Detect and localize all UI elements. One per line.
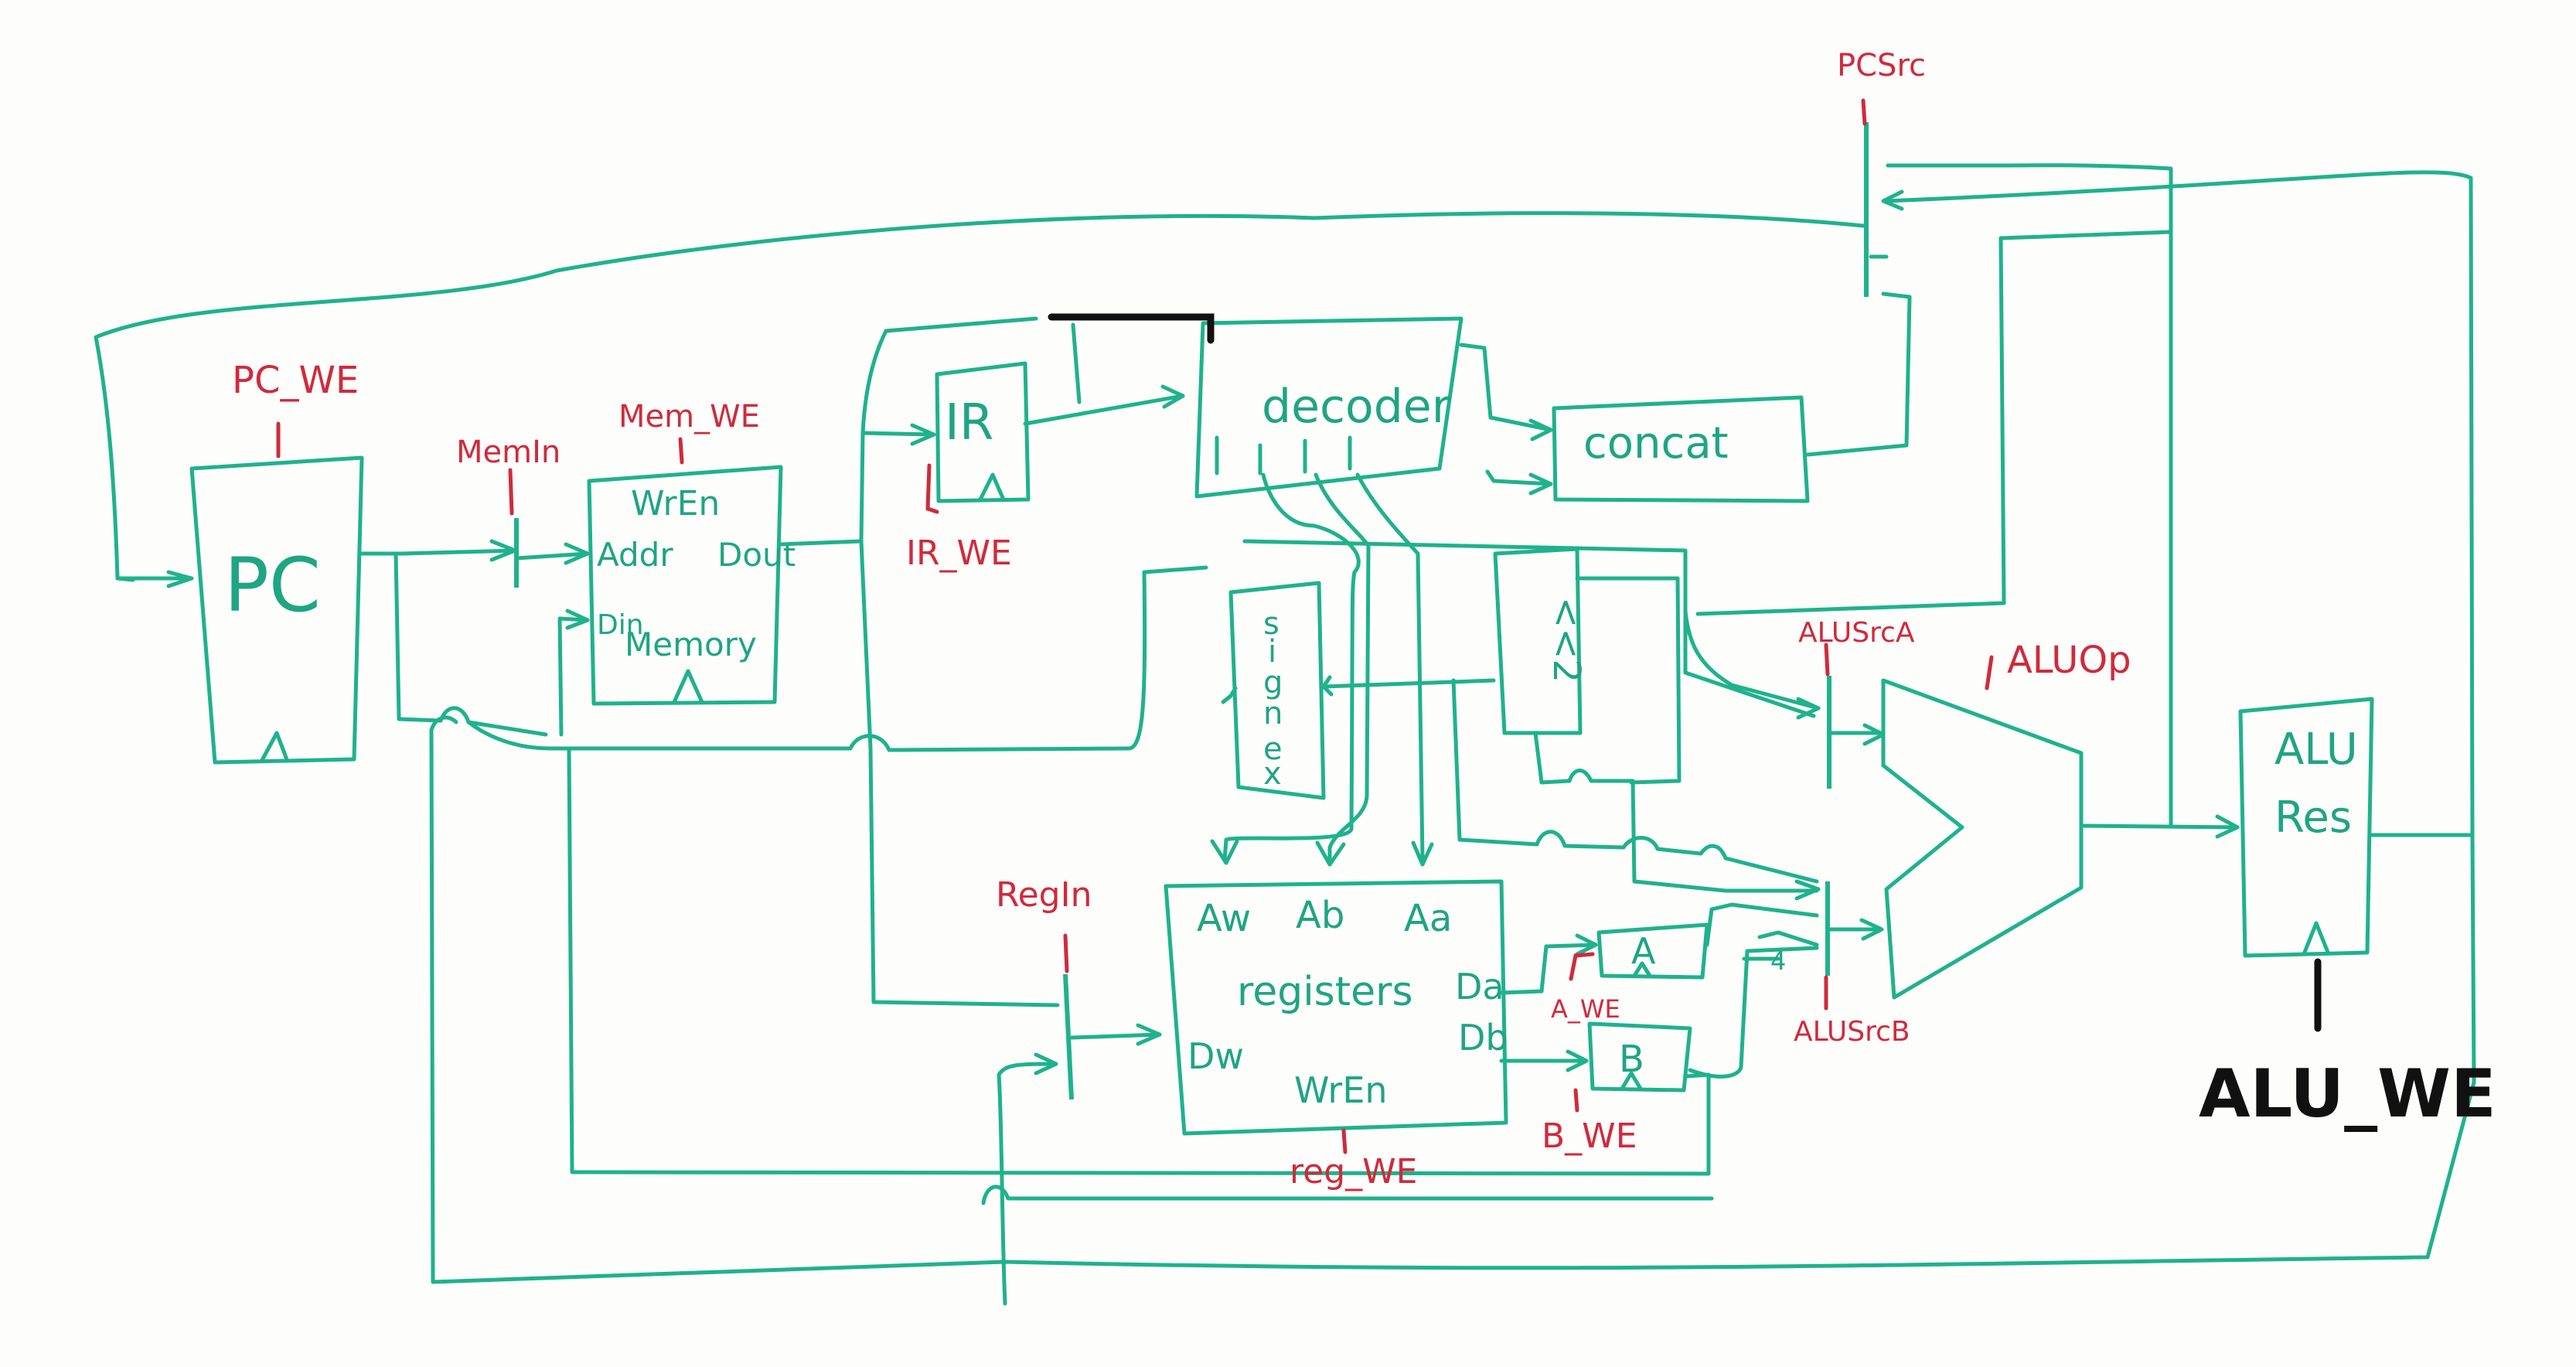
registers-block: Aw Ab Aa registers Da Db Dw WrEn [1166, 881, 1508, 1133]
b-we-label: B_WE [1542, 1116, 1637, 1156]
concat-block: concat [1554, 397, 1808, 501]
memory-addr: Addr [597, 536, 673, 574]
alu-src-a-label: ALUSrcA [1798, 617, 1915, 649]
ir-label: IR [945, 394, 993, 452]
alu-we-label: ALU_WE [2199, 1055, 2496, 1133]
reg-b-label: B [1619, 1038, 1644, 1081]
pc-block: PC [192, 458, 362, 762]
reg-we-label: reg_WE [1290, 1152, 1417, 1191]
reg-aw: Aw [1197, 897, 1251, 940]
ir-we-label: IR_WE [906, 534, 1012, 573]
memory-block: WrEn Addr Dout Din Memory [589, 467, 796, 704]
memory-dout: Dout [717, 536, 796, 574]
alu-res-label-1: ALU [2274, 724, 2358, 775]
shift-left-block: <<2 [1495, 549, 1588, 733]
reg-da: Da [1455, 966, 1504, 1007]
reg-dw: Dw [1187, 1035, 1244, 1077]
sign-ext-x: x [1263, 756, 1282, 792]
pc-we-label: PC_WE [232, 359, 359, 402]
mem-we-label: Mem_WE [618, 399, 760, 435]
sign-extend-block: s i g n e x [1231, 583, 1324, 798]
reg-wren: WrEn [1294, 1069, 1388, 1111]
reg-aa: Aa [1404, 897, 1452, 940]
alu-src-b-label: ALUSrcB [1794, 1016, 1910, 1048]
decoder-label: decoder [1262, 380, 1451, 434]
memory-wren: WrEn [631, 484, 720, 523]
alu-res-label-2: Res [2274, 793, 2352, 843]
ir-block: IR [937, 363, 1028, 501]
alu-res-block: ALU Res [2240, 699, 2372, 956]
wires [96, 165, 2474, 1304]
alu-op-label: ALUOp [2007, 639, 2131, 682]
const-four-label: 4 [1770, 946, 1786, 976]
pc-src-label: PCSrc [1837, 48, 1926, 84]
reg-db: Db [1458, 1017, 1508, 1058]
shift-label: <<2 [1545, 597, 1588, 683]
a-we-label: A_WE [1551, 994, 1620, 1024]
registers-name: registers [1237, 969, 1413, 1015]
pc-label: PC [224, 542, 321, 629]
alu-block [1883, 680, 2081, 997]
reg-b-block: B [1590, 1024, 1690, 1090]
concat-label: concat [1583, 418, 1729, 469]
decoder-block: decoder [1197, 319, 1461, 496]
mem-in-label: MemIn [456, 435, 561, 470]
reg-ab: Ab [1296, 894, 1344, 937]
reg-a-block: A [1599, 925, 1707, 977]
memory-name: Memory [625, 626, 757, 663]
reg-a-label: A [1631, 930, 1656, 972]
reg-in-label: RegIn [996, 875, 1092, 915]
sign-ext-n: n [1263, 696, 1283, 731]
